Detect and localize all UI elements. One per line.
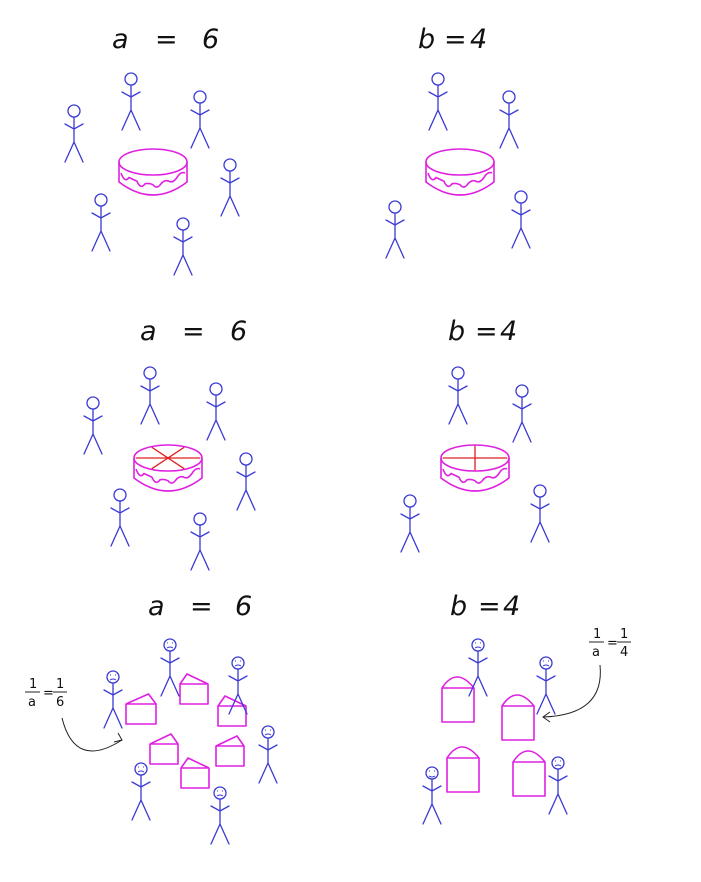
cake-slice-icon	[446, 746, 480, 793]
cake-slices	[125, 673, 546, 797]
person-icon	[210, 786, 230, 845]
label-row2-left: a = 6	[140, 316, 247, 347]
var-a: a	[140, 316, 157, 347]
person-icon	[121, 72, 141, 131]
cake-icon	[133, 444, 203, 492]
equals-sign: =	[475, 316, 498, 347]
person-icon	[385, 200, 405, 259]
person-icon	[140, 366, 160, 425]
people	[64, 72, 568, 845]
fraction-den: a	[592, 645, 600, 660]
fraction-num: 1	[29, 677, 37, 692]
person-icon	[91, 193, 111, 252]
cake-slice-icon	[501, 694, 535, 741]
person-icon	[530, 484, 550, 543]
person-icon	[131, 762, 151, 821]
fraction-rhs-den: 6	[56, 695, 64, 710]
fraction-right: 1 a = 1 4	[589, 627, 631, 660]
fraction-left: 1 a = 1 6	[25, 677, 67, 710]
label-row1-left: a = 6	[112, 24, 219, 55]
person-icon	[206, 382, 226, 441]
person-icon	[173, 217, 193, 276]
var-b: b	[418, 24, 435, 55]
label-row3-right: b = 4	[450, 591, 520, 622]
person-icon	[448, 366, 468, 425]
cake-slice-icon	[179, 673, 209, 705]
cake-slice-icon	[180, 757, 210, 789]
cake-slice-icon	[217, 695, 247, 727]
person-icon	[536, 656, 556, 715]
person-icon	[64, 104, 84, 163]
fraction-rhs-num: 1	[620, 627, 628, 642]
value-4: 4	[503, 591, 520, 622]
person-icon	[548, 756, 568, 815]
var-a: a	[148, 591, 165, 622]
person-icon	[236, 452, 256, 511]
var-a: a	[112, 24, 129, 55]
fraction-num: 1	[593, 627, 601, 642]
fraction-rhs-den: 4	[620, 645, 628, 660]
person-icon	[83, 396, 103, 455]
fraction-den: a	[28, 695, 36, 710]
person-icon	[103, 670, 123, 729]
person-icon	[511, 190, 531, 249]
fraction-equals: =	[607, 636, 618, 651]
value-6: 6	[202, 24, 219, 55]
equals-sign: =	[182, 316, 205, 347]
value-6: 6	[235, 591, 252, 622]
cake-slice-icon	[149, 733, 179, 765]
equals-sign: =	[190, 591, 213, 622]
equals-sign: =	[444, 24, 467, 55]
person-icon	[110, 488, 130, 547]
arrow-curve	[61, 717, 123, 752]
label-row2-right: b = 4	[448, 316, 517, 347]
value-4: 4	[500, 316, 517, 347]
cake-icon	[440, 444, 510, 492]
person-icon	[468, 638, 488, 697]
person-icon	[258, 725, 278, 784]
label-row1-right: b = 4	[418, 24, 487, 55]
cake-icon	[118, 148, 188, 196]
var-b: b	[448, 316, 465, 347]
equals-sign: =	[155, 24, 178, 55]
arrow-head	[542, 711, 551, 723]
person-icon	[220, 158, 240, 217]
value-4: 4	[470, 24, 487, 55]
cake-slice-icon	[512, 750, 546, 797]
cake-slice-icon	[125, 693, 157, 725]
cake-icon	[425, 148, 495, 196]
person-icon	[190, 512, 210, 571]
value-6: 6	[230, 316, 247, 347]
person-icon	[499, 90, 519, 149]
arrow-curve	[542, 664, 601, 718]
person-icon	[400, 494, 420, 553]
fraction-equals: =	[43, 686, 54, 701]
whole-cakes	[118, 148, 510, 492]
person-icon	[512, 384, 532, 443]
person-icon	[422, 766, 442, 825]
person-icon	[428, 72, 448, 131]
var-b: b	[450, 591, 467, 622]
equals-sign: =	[478, 591, 501, 622]
label-row3-left: a = 6	[148, 591, 252, 622]
person-icon	[160, 638, 180, 697]
cake-slice-icon	[441, 676, 475, 723]
fraction-rhs-num: 1	[56, 677, 64, 692]
person-icon	[190, 90, 210, 149]
cake-slice-icon	[215, 735, 245, 767]
person-icon	[228, 656, 248, 715]
arrow-head	[113, 732, 123, 743]
